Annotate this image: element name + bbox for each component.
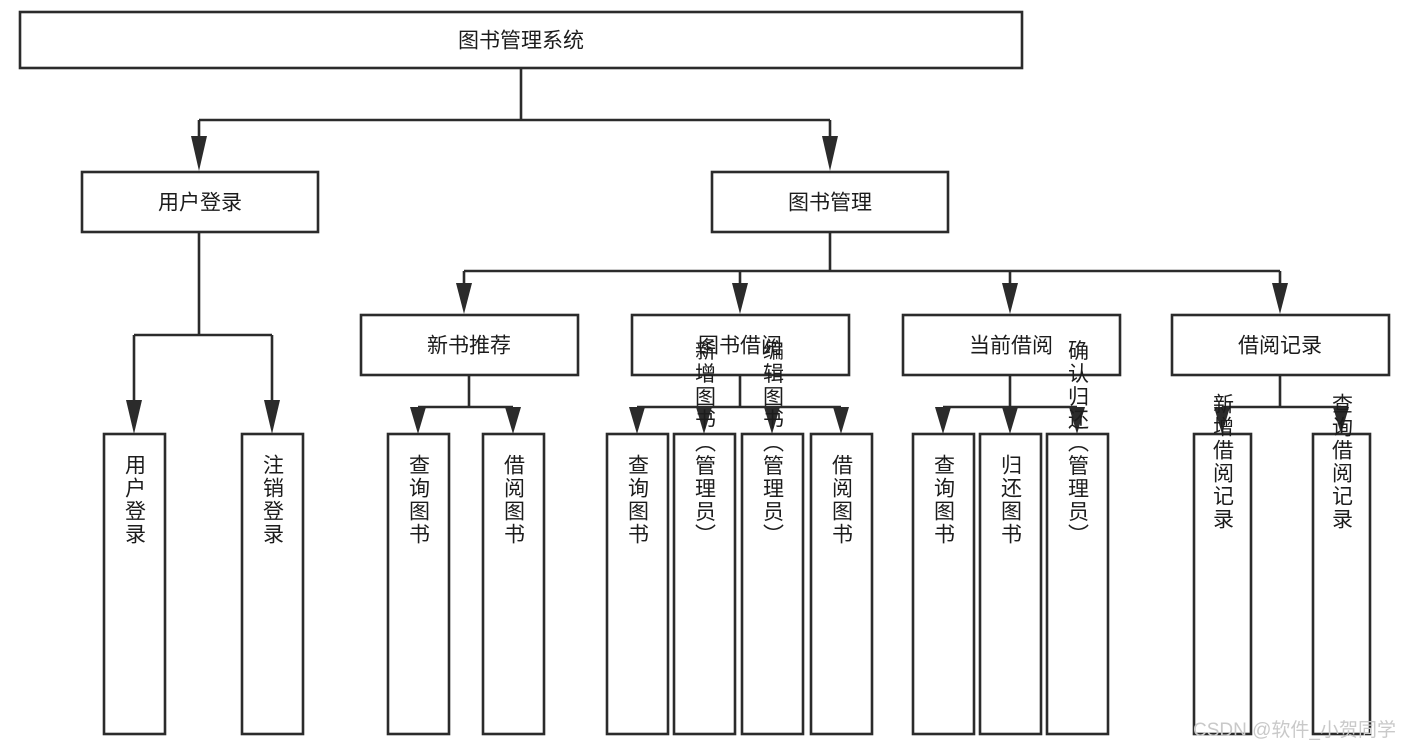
leaf-currentborrow-query-book-box[interactable] — [911, 432, 976, 736]
node-book-management-label: 图书管理 — [788, 192, 872, 215]
leaf-currentborrow-query-book-label: 查询图书 — [932, 454, 956, 546]
leaf-borrowrecord-add-record-box[interactable] — [1192, 432, 1253, 736]
leaf-bookborrow-query-book-box[interactable] — [605, 432, 670, 736]
node-root-box[interactable] — [18, 10, 1024, 70]
leaf-bookborrow-add-book-box[interactable] — [672, 432, 737, 736]
node-current-borrow-label: 当前借阅 — [969, 335, 1053, 358]
leaf-bookborrow-edit-book-box[interactable] — [740, 432, 805, 736]
leaf-borrowrecord-query-record-label: 查询借阅记录 — [1330, 393, 1354, 531]
leaf-currentborrow-confirm-return-box[interactable] — [1045, 432, 1110, 736]
leaf-newbook-query-book[interactable]: 查询图书 — [386, 432, 451, 736]
node-book-borrow[interactable]: 图书借阅 — [630, 313, 851, 377]
leaf-user-login-login-label: 用户登录 — [123, 454, 147, 546]
node-current-borrow[interactable]: 当前借阅 — [901, 313, 1122, 377]
node-new-book-recommend-label: 新书推荐 — [427, 335, 511, 358]
arrowhead-book-mgmt — [822, 136, 838, 171]
leaf-borrowrecord-query-record[interactable]: 查询借阅记录 — [1311, 393, 1372, 736]
node-user-login-box[interactable] — [80, 170, 320, 234]
leaf-user-login-logout-box[interactable] — [240, 432, 305, 736]
leaf-bookborrow-borrow-book-box[interactable] — [809, 432, 874, 736]
leaf-borrowrecord-query-record-box[interactable] — [1311, 432, 1372, 736]
leaf-newbook-borrow-book-box[interactable] — [481, 432, 546, 736]
node-user-login-label: 用户登录 — [158, 192, 242, 215]
arrowhead-new-book — [456, 283, 472, 314]
arrowhead-leaf-currentborrow-1 — [935, 407, 951, 434]
leaf-user-login-login-box[interactable] — [102, 432, 167, 736]
arrowhead-leaf-bookborrow-4 — [833, 407, 849, 434]
leaf-bookborrow-query-book-label: 查询图书 — [626, 454, 650, 546]
node-current-borrow-box[interactable] — [901, 313, 1122, 377]
watermark-label: CSDN @软件_小贺同学 — [1193, 719, 1396, 741]
arrowhead-leaf-bookborrow-3 — [764, 407, 780, 434]
arrowhead-leaf-borrowrecord-1 — [1214, 407, 1230, 434]
leaf-user-login-logout-label: 注销登录 — [261, 454, 285, 546]
arrowhead-leaf-newbook-2 — [505, 407, 521, 434]
leaf-newbook-borrow-book[interactable]: 借阅图书 — [481, 432, 546, 736]
leaf-borrowrecord-add-record[interactable]: 新增借阅记录 — [1192, 393, 1253, 736]
arrowhead-leaf-newbook-1 — [410, 407, 426, 434]
leaf-bookborrow-add-book-label: 新增图书（管理员） — [693, 340, 717, 547]
leaf-currentborrow-return-book-box[interactable] — [978, 432, 1043, 736]
node-new-book-recommend-box[interactable] — [359, 313, 580, 377]
leaf-user-login-login[interactable]: 用户登录 — [102, 432, 167, 736]
connector-layer — [126, 68, 1349, 434]
arrowhead-book-borrow — [732, 283, 748, 314]
leaf-bookborrow-borrow-book-label: 借阅图书 — [830, 454, 854, 546]
leaf-currentborrow-confirm-return[interactable]: 确认归还（管理员） — [1045, 340, 1110, 736]
node-borrow-record[interactable]: 借阅记录 — [1170, 313, 1391, 377]
arrowhead-leaf-bookborrow-2 — [696, 407, 712, 434]
leaf-user-login-logout[interactable]: 注销登录 — [240, 432, 305, 736]
leaf-currentborrow-return-book[interactable]: 归还图书 — [978, 432, 1043, 736]
leaf-borrowrecord-add-record-label: 新增借阅记录 — [1211, 393, 1235, 531]
arrowhead-leaf-bookborrow-1 — [629, 407, 645, 434]
arrowhead-current-borrow — [1002, 283, 1018, 314]
arrowhead-borrow-record — [1272, 283, 1288, 314]
leaf-newbook-borrow-book-label: 借阅图书 — [502, 454, 526, 546]
leaf-newbook-query-book-label: 查询图书 — [407, 454, 431, 546]
arrowhead-leaf-borrowrecord-2 — [1333, 407, 1349, 434]
arrowhead-user-login — [191, 136, 207, 171]
leaf-currentborrow-confirm-return-label: 确认归还（管理员） — [1066, 340, 1090, 547]
leaf-bookborrow-add-book[interactable]: 新增图书（管理员） — [672, 340, 737, 736]
leaf-bookborrow-edit-book[interactable]: 编辑图书（管理员） — [740, 340, 805, 736]
node-book-management-box[interactable] — [710, 170, 950, 234]
arrowhead-leaf-user-login-2 — [264, 400, 280, 434]
leaf-currentborrow-query-book[interactable]: 查询图书 — [911, 432, 976, 736]
node-book-borrow-label: 图书借阅 — [698, 335, 782, 358]
node-root-label: 图书管理系统 — [458, 30, 584, 53]
node-borrow-record-box[interactable] — [1170, 313, 1391, 377]
arrowhead-leaf-currentborrow-3 — [1069, 407, 1085, 434]
arrowhead-leaf-currentborrow-2 — [1002, 407, 1018, 434]
node-book-management[interactable]: 图书管理 — [710, 170, 950, 234]
leaf-bookborrow-borrow-book[interactable]: 借阅图书 — [809, 432, 874, 736]
node-root[interactable]: 图书管理系统 — [18, 10, 1024, 70]
leaf-bookborrow-edit-book-label: 编辑图书（管理员） — [761, 340, 785, 547]
arrowhead-leaf-user-login-1 — [126, 400, 142, 434]
node-borrow-record-label: 借阅记录 — [1238, 335, 1322, 358]
leaf-currentborrow-return-book-label: 归还图书 — [999, 454, 1023, 546]
node-user-login[interactable]: 用户登录 — [80, 170, 320, 234]
leaf-newbook-query-book-box[interactable] — [386, 432, 451, 736]
leaf-bookborrow-query-book[interactable]: 查询图书 — [605, 432, 670, 736]
node-book-borrow-box[interactable] — [630, 313, 851, 377]
node-new-book-recommend[interactable]: 新书推荐 — [359, 313, 580, 377]
